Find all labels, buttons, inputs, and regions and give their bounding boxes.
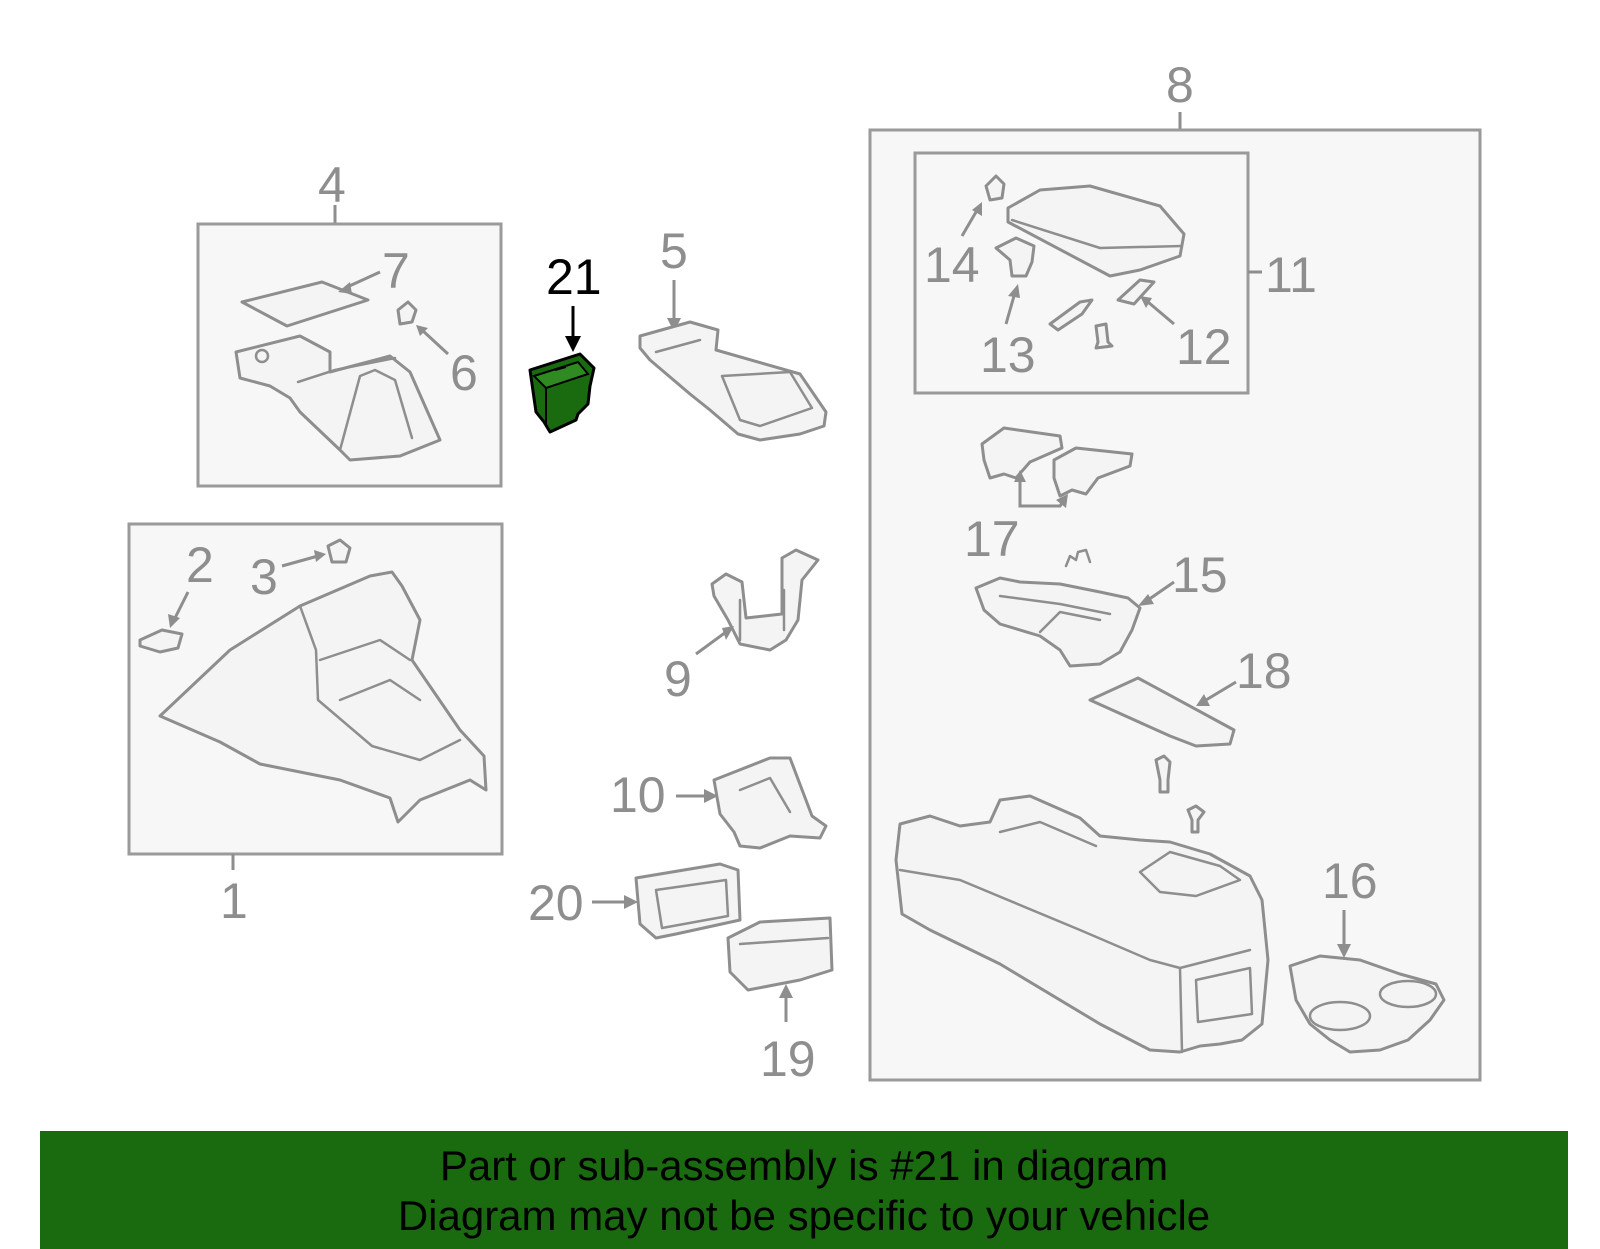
callout-12[interactable]: 12	[1176, 319, 1232, 375]
callout-11[interactable]: 11	[1265, 247, 1317, 303]
part-1-console-lower[interactable]	[158, 570, 488, 824]
group-box-8: 8 11 14 13 12 17	[868, 57, 1482, 1082]
part-9-group: 9	[664, 548, 820, 707]
part-18-mat[interactable]	[1088, 676, 1236, 748]
part-2-clip[interactable]	[138, 628, 184, 654]
part-17-bracket-left[interactable]	[980, 426, 1064, 480]
part-4-shift-bezel[interactable]	[234, 334, 442, 462]
part-6-clip[interactable]	[396, 300, 418, 326]
part-19-group: 19	[726, 916, 834, 1087]
part-14-bolt[interactable]	[984, 174, 1006, 202]
parts-diagram: 4 7 6 1 2 3 21	[127, 57, 1482, 1087]
callout-14[interactable]: 14	[924, 237, 980, 293]
group-box-1: 1 2 3	[127, 522, 504, 929]
banner-line-2: Diagram may not be specific to your vehi…	[397, 1192, 1211, 1239]
banner-line-1: Part or sub-assembly is #21 in diagram	[439, 1142, 1169, 1189]
part-11-latch[interactable]	[1048, 298, 1094, 332]
group-box-4: 4 7 6	[196, 157, 503, 488]
callout-19[interactable]: 19	[760, 1031, 816, 1087]
part-3-clip[interactable]	[326, 538, 352, 564]
callout-13[interactable]: 13	[980, 327, 1036, 383]
part-8-console-body[interactable]	[894, 794, 1270, 1054]
callout-21[interactable]: 21	[546, 249, 602, 305]
part-13-hinge[interactable]	[994, 236, 1036, 278]
part-21-switch[interactable]	[528, 352, 596, 434]
part-20-group: 20	[528, 862, 742, 940]
callout-18[interactable]: 18	[1236, 643, 1292, 699]
part-8-clip-a[interactable]	[1154, 754, 1172, 794]
part-10-bracket[interactable]	[712, 756, 828, 850]
callout-1[interactable]: 1	[220, 873, 248, 929]
callout-4[interactable]: 4	[318, 157, 346, 213]
part-7-panel[interactable]	[240, 280, 370, 328]
part-20-pocket[interactable]	[634, 862, 742, 940]
highlighted-part-21[interactable]: 21	[528, 249, 602, 434]
part-17-bracket-right[interactable]	[1052, 446, 1134, 498]
part-9-bracket[interactable]	[710, 548, 820, 652]
part-5-bezel[interactable]	[638, 320, 828, 442]
callout-16[interactable]: 16	[1322, 853, 1378, 909]
part-19-tray[interactable]	[726, 916, 834, 992]
part-15-cup-holder-base[interactable]	[974, 576, 1142, 668]
info-banner: Part or sub-assembly is #21 in diagram D…	[40, 1131, 1568, 1249]
part-8-clip-b[interactable]	[1186, 804, 1206, 834]
callout-10[interactable]: 10	[610, 767, 666, 823]
part-11-screw[interactable]	[1094, 322, 1114, 350]
callout-5[interactable]: 5	[660, 223, 688, 279]
callout-8[interactable]: 8	[1166, 57, 1194, 113]
callout-15[interactable]: 15	[1172, 547, 1228, 603]
callout-7[interactable]: 7	[382, 243, 410, 299]
part-10-group: 10	[610, 756, 828, 850]
part-12-catch[interactable]	[1116, 278, 1156, 306]
callout-6[interactable]: 6	[450, 345, 478, 401]
callout-2[interactable]: 2	[186, 537, 214, 593]
callout-9[interactable]: 9	[664, 651, 692, 707]
callout-20[interactable]: 20	[528, 875, 584, 931]
callout-3[interactable]: 3	[250, 549, 278, 605]
part-5-group: 5	[638, 223, 828, 442]
callout-17[interactable]: 17	[964, 511, 1020, 567]
